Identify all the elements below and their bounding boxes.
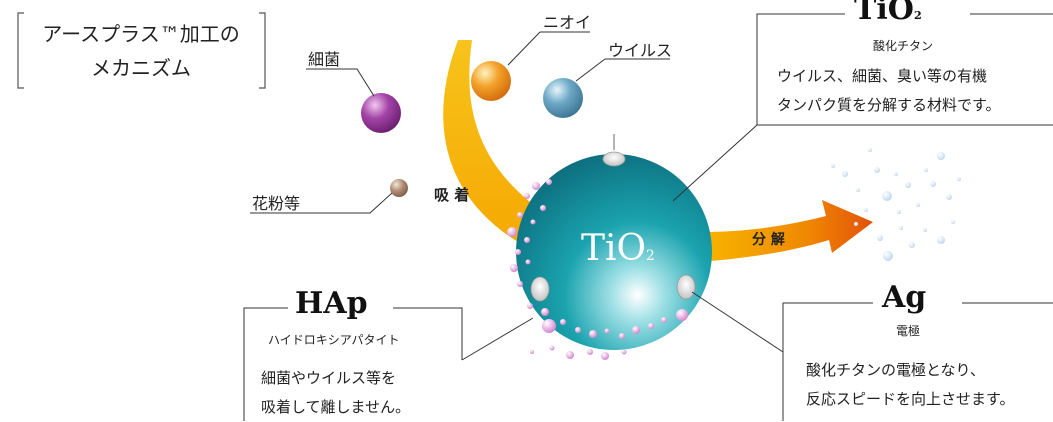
sphere-label: TiO2 — [581, 228, 655, 269]
decompose-arrow — [700, 200, 873, 262]
tio2-box-heading: TiO2 — [850, 0, 926, 27]
tio2-box-heading-main: TiO — [854, 0, 914, 27]
hap-box-frame — [243, 307, 534, 421]
tio2-box-frame — [672, 13, 1053, 202]
ag-electrode-left — [530, 276, 550, 302]
pollen-label: 花粉等 — [252, 194, 301, 213]
ag-box-subtitle: 電極 — [896, 324, 921, 338]
ag-electrode-right — [676, 274, 696, 300]
bacteria-label: 細菌 — [308, 50, 341, 69]
adsorb-arrow — [443, 40, 552, 252]
sphere-label-main: TiO — [581, 228, 647, 269]
hap-particles — [507, 179, 688, 360]
decompose-label: 分 解 — [752, 232, 785, 248]
tio2-box-subtitle: 酸化チタン — [873, 39, 934, 53]
ag-box-frame — [691, 291, 1053, 421]
odor-label: ニオイ — [543, 13, 592, 32]
virus-label: ウイルス — [608, 41, 673, 60]
tio2-box-heading-subscript: 2 — [913, 8, 922, 22]
ag-box-line-1: 酸化チタンの電極となり、 — [806, 361, 985, 379]
ag-electrode-top — [602, 134, 626, 167]
adsorb-label: 吸 着 — [434, 186, 470, 204]
ag-box-heading: Ag — [878, 280, 931, 315]
hap-box-line-2: 吸着して離しません。 — [261, 398, 411, 416]
hap-box-line-1: 細菌やウイルス等を — [261, 369, 397, 387]
ag-box-line-2: 反応スピードを向上させます。 — [806, 390, 1015, 408]
decomposed-particles — [831, 148, 961, 261]
title-bracket — [17, 12, 266, 89]
hap-box-subtitle: ハイドロキシアパタイト — [268, 333, 400, 347]
hap-box-heading: HAp — [291, 286, 372, 321]
label-leaders — [250, 31, 670, 214]
odor-particle — [471, 61, 511, 101]
sphere-label-subscript: 2 — [646, 248, 655, 264]
tio2-box-line-2: タンパク質を分解する材料です。 — [777, 96, 1001, 114]
title-line-1: アースプラス™加工の — [42, 22, 240, 46]
bacteria-particle — [361, 93, 401, 133]
virus-particle — [543, 78, 583, 118]
tio2-sphere — [516, 154, 712, 350]
pollen-particle — [390, 179, 408, 197]
tio2-box-line-1: ウイルス、細菌、臭い等の有機 — [777, 67, 988, 85]
title-line-2: メカニズム — [91, 56, 191, 80]
